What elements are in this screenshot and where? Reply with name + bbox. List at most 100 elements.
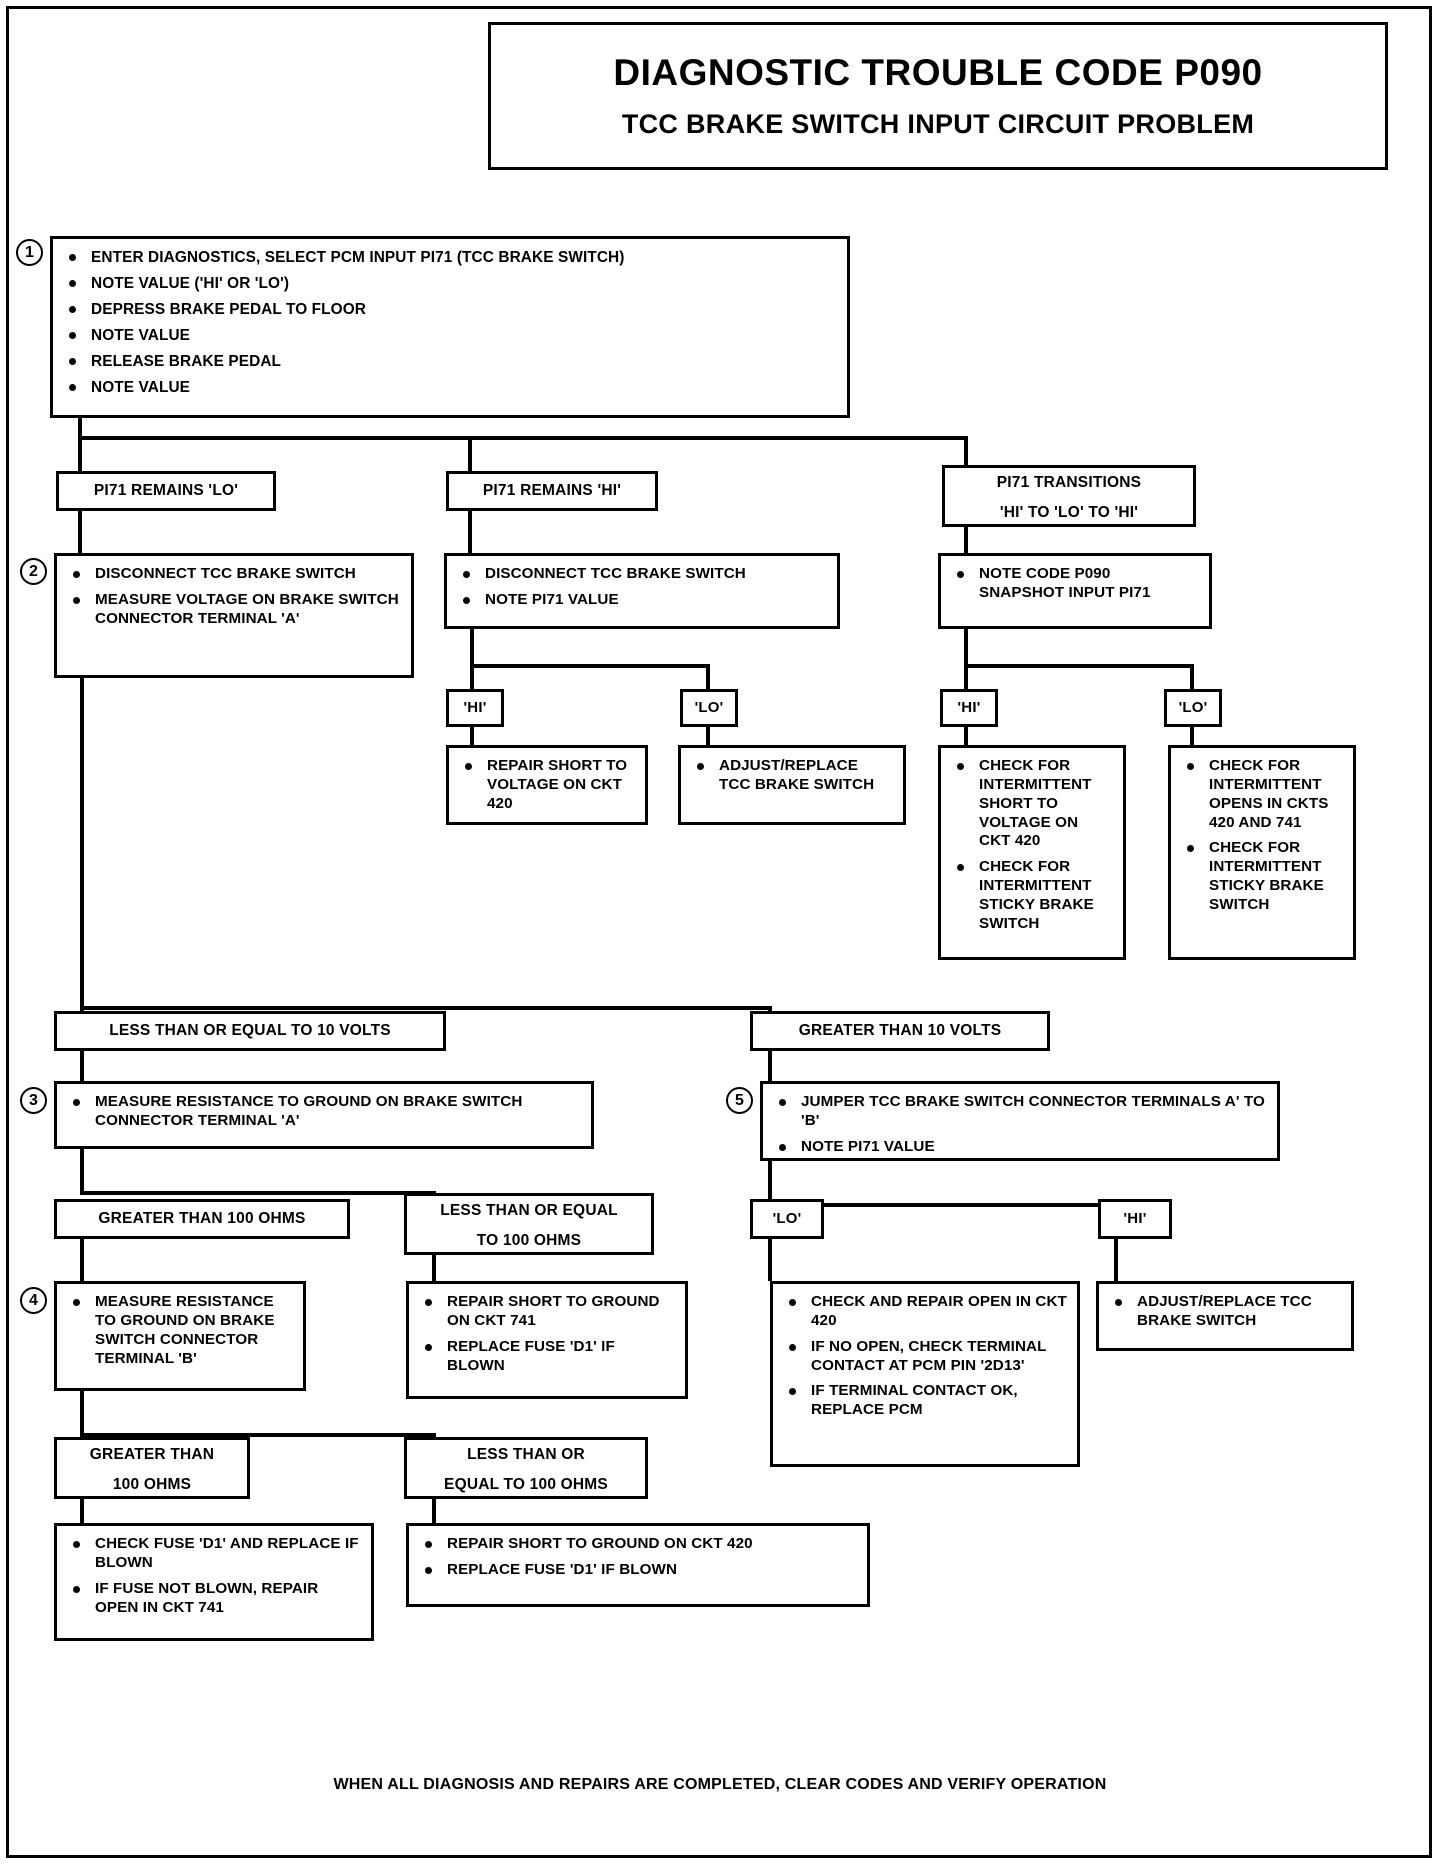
ohms4-gt100-label: GREATER THAN 100 OHMS xyxy=(54,1437,250,1499)
connector-trans-to-step2 xyxy=(964,525,968,553)
step-number-1: 1 xyxy=(16,239,43,266)
step-number-2: 2 xyxy=(20,558,47,585)
connector-step2mid-lo-drop xyxy=(706,664,710,691)
right-hi-label-box: 'HI' xyxy=(940,689,998,727)
list-item: ENTER DIAGNOSTICS, SELECT PCM INPUT PI71… xyxy=(65,248,837,267)
list-item: CHECK FOR INTERMITTENT STICKY BRAKE SWIT… xyxy=(953,858,1113,933)
step5-lo-label: 'LO' xyxy=(750,1199,824,1239)
step3-le-result-list: REPAIR SHORT TO GROUND ON CKT 741 REPLAC… xyxy=(421,1293,675,1375)
list-item: IF TERMINAL CONTACT OK, REPLACE PCM xyxy=(785,1382,1067,1420)
step3-le-result-box: REPAIR SHORT TO GROUND ON CKT 741 REPLAC… xyxy=(406,1281,688,1399)
connector-hi-to-step2 xyxy=(468,509,472,553)
page-border xyxy=(6,6,1432,1858)
branch-label-hi: PI71 REMAINS 'HI' xyxy=(446,471,658,511)
mid-hi-result-list: REPAIR SHORT TO VOLTAGE ON CKT 420 xyxy=(461,757,635,814)
connector-ohms4-split xyxy=(80,1433,436,1437)
ohms4-gt100-line1: GREATER THAN xyxy=(89,1446,215,1464)
connector-step2right-lo-drop xyxy=(1190,664,1194,691)
step2-right-bullet-list: NOTE CODE P090 SNAPSHOT INPUT PI71 xyxy=(953,565,1199,603)
step5-hi-label: 'HI' xyxy=(1098,1199,1172,1239)
page-subtitle: TCC BRAKE SWITCH INPUT CIRCUIT PROBLEM xyxy=(621,108,1255,139)
list-item: DISCONNECT TCC BRAKE SWITCH xyxy=(459,565,827,584)
connector-step5hi-to-result xyxy=(1114,1237,1118,1281)
mid-lo-result-box: ADJUST/REPLACE TCC BRAKE SWITCH xyxy=(678,745,906,825)
connector-rightlo-to-result xyxy=(1190,725,1194,747)
list-item: JUMPER TCC BRAKE SWITCH CONNECTOR TERMIN… xyxy=(775,1093,1267,1131)
connector-ohms3gt-to-step4 xyxy=(80,1237,84,1281)
branch-label-lo: PI71 REMAINS 'LO' xyxy=(56,471,276,511)
branch-transitions-line1: PI71 TRANSITIONS xyxy=(996,474,1142,492)
connector-step3-down xyxy=(80,1147,84,1195)
list-item: CHECK FOR INTERMITTENT STICKY BRAKE SWIT… xyxy=(1183,839,1343,914)
connector-step2left-down xyxy=(80,676,84,1016)
step5-hi-result-list: ADJUST/REPLACE TCC BRAKE SWITCH xyxy=(1111,1293,1341,1331)
ohms4-gt100-line2: 100 OHMS xyxy=(112,1476,192,1494)
connector-le10-to-step3 xyxy=(80,1049,84,1081)
ohms4-le100-label: LESS THAN OR EQUAL TO 100 OHMS xyxy=(404,1437,648,1499)
ohms3-le100-label: LESS THAN OR EQUAL TO 100 OHMS xyxy=(404,1193,654,1255)
step2-left-bullet-list: DISCONNECT TCC BRAKE SWITCH MEASURE VOLT… xyxy=(69,565,401,629)
list-item: MEASURE VOLTAGE ON BRAKE SWITCH CONNECTO… xyxy=(69,591,401,629)
step-number-5: 5 xyxy=(726,1087,753,1114)
list-item: NOTE PI71 VALUE xyxy=(775,1138,1267,1157)
connector-step2right-down xyxy=(964,627,968,691)
connector-midlo-to-result xyxy=(706,725,710,747)
step5-bullet-list: JUMPER TCC BRAKE SWITCH CONNECTOR TERMIN… xyxy=(775,1093,1267,1157)
list-item: NOTE VALUE xyxy=(65,378,837,397)
list-item: IF FUSE NOT BLOWN, REPAIR OPEN IN CKT 74… xyxy=(69,1580,361,1618)
connector-branch-lo xyxy=(78,436,82,474)
list-item: REPLACE FUSE 'D1' IF BLOWN xyxy=(421,1338,675,1376)
footer-note: WHEN ALL DIAGNOSIS AND REPAIRS ARE COMPL… xyxy=(333,1776,1107,1793)
step1-box: ENTER DIAGNOSTICS, SELECT PCM INPUT PI71… xyxy=(50,236,850,418)
connector-step2mid-down xyxy=(470,627,474,691)
step4-bullet-list: MEASURE RESISTANCE TO GROUND ON BRAKE SW… xyxy=(69,1293,293,1368)
mid-hi-result-box: REPAIR SHORT TO VOLTAGE ON CKT 420 xyxy=(446,745,648,825)
step2-mid-box: DISCONNECT TCC BRAKE SWITCH NOTE PI71 VA… xyxy=(444,553,840,629)
list-item: REPAIR SHORT TO GROUND ON CKT 420 xyxy=(421,1535,857,1554)
connector-volts-split xyxy=(80,1006,772,1010)
list-item: NOTE CODE P090 SNAPSHOT INPUT PI71 xyxy=(953,565,1199,603)
branch-transitions-line2: 'HI' TO 'LO' TO 'HI' xyxy=(999,504,1139,522)
list-item: NOTE PI71 VALUE xyxy=(459,591,827,610)
step4-gt-result-list: CHECK FUSE 'D1' AND REPLACE IF BLOWN IF … xyxy=(69,1535,361,1617)
volts-gt10-label: GREATER THAN 10 VOLTS xyxy=(750,1011,1050,1051)
step5-box: JUMPER TCC BRAKE SWITCH CONNECTOR TERMIN… xyxy=(760,1081,1280,1161)
step4-box: MEASURE RESISTANCE TO GROUND ON BRAKE SW… xyxy=(54,1281,306,1391)
list-item: CHECK FOR INTERMITTENT SHORT TO VOLTAGE … xyxy=(953,757,1113,851)
step2-left-box: DISCONNECT TCC BRAKE SWITCH MEASURE VOLT… xyxy=(54,553,414,678)
step4-gt-result-box: CHECK FUSE 'D1' AND REPLACE IF BLOWN IF … xyxy=(54,1523,374,1641)
ohms3-gt100-label: GREATER THAN 100 OHMS xyxy=(54,1199,350,1239)
step1-bullet-list: ENTER DIAGNOSTICS, SELECT PCM INPUT PI71… xyxy=(65,248,837,398)
right-lo-result-box: CHECK FOR INTERMITTENT OPENS IN CKTS 420… xyxy=(1168,745,1356,960)
list-item: DEPRESS BRAKE PEDAL TO FLOOR xyxy=(65,300,837,319)
ohms3-le100-line2: TO 100 OHMS xyxy=(476,1232,582,1250)
connector-branch-trans xyxy=(964,436,968,474)
list-item: MEASURE RESISTANCE TO GROUND ON BRAKE SW… xyxy=(69,1093,581,1131)
list-item: MEASURE RESISTANCE TO GROUND ON BRAKE SW… xyxy=(69,1293,293,1368)
ohms4-le100-line2: EQUAL TO 100 OHMS xyxy=(444,1476,608,1494)
connector-step2mid-split xyxy=(470,664,710,668)
step-number-4: 4 xyxy=(20,1287,47,1314)
connector-righthi-to-result xyxy=(964,725,968,747)
connector-gt10-to-step5 xyxy=(768,1049,772,1081)
ohms4-le100-line1: LESS THAN OR xyxy=(467,1446,585,1464)
branch-label-transitions: PI71 TRANSITIONS 'HI' TO 'LO' TO 'HI' xyxy=(942,465,1196,527)
step5-hi-result-box: ADJUST/REPLACE TCC BRAKE SWITCH xyxy=(1096,1281,1354,1351)
step2-right-box: NOTE CODE P090 SNAPSHOT INPUT PI71 xyxy=(938,553,1212,629)
right-lo-result-list: CHECK FOR INTERMITTENT OPENS IN CKTS 420… xyxy=(1183,757,1343,915)
step2-mid-bullet-list: DISCONNECT TCC BRAKE SWITCH NOTE PI71 VA… xyxy=(459,565,827,610)
step5-lo-result-box: CHECK AND REPAIR OPEN IN CKT 420 IF NO O… xyxy=(770,1281,1080,1467)
ohms3-le100-line1: LESS THAN OR EQUAL xyxy=(440,1202,618,1220)
page-title: DIAGNOSTIC TROUBLE CODE P090 xyxy=(613,51,1263,93)
list-item: ADJUST/REPLACE TCC BRAKE SWITCH xyxy=(693,757,893,795)
connector-ohms3-split xyxy=(80,1191,436,1195)
connector-step5-split xyxy=(768,1203,1118,1207)
right-hi-result-list: CHECK FOR INTERMITTENT SHORT TO VOLTAGE … xyxy=(953,757,1113,934)
connector-ohms4gt-to-result xyxy=(80,1497,84,1525)
list-item: DISCONNECT TCC BRAKE SWITCH xyxy=(69,565,401,584)
list-item: NOTE VALUE xyxy=(65,326,837,345)
step3-bullet-list: MEASURE RESISTANCE TO GROUND ON BRAKE SW… xyxy=(69,1093,581,1131)
mid-hi-label-box: 'HI' xyxy=(446,689,504,727)
connector-branch-hi xyxy=(468,436,472,474)
list-item: REPAIR SHORT TO VOLTAGE ON CKT 420 xyxy=(461,757,635,814)
